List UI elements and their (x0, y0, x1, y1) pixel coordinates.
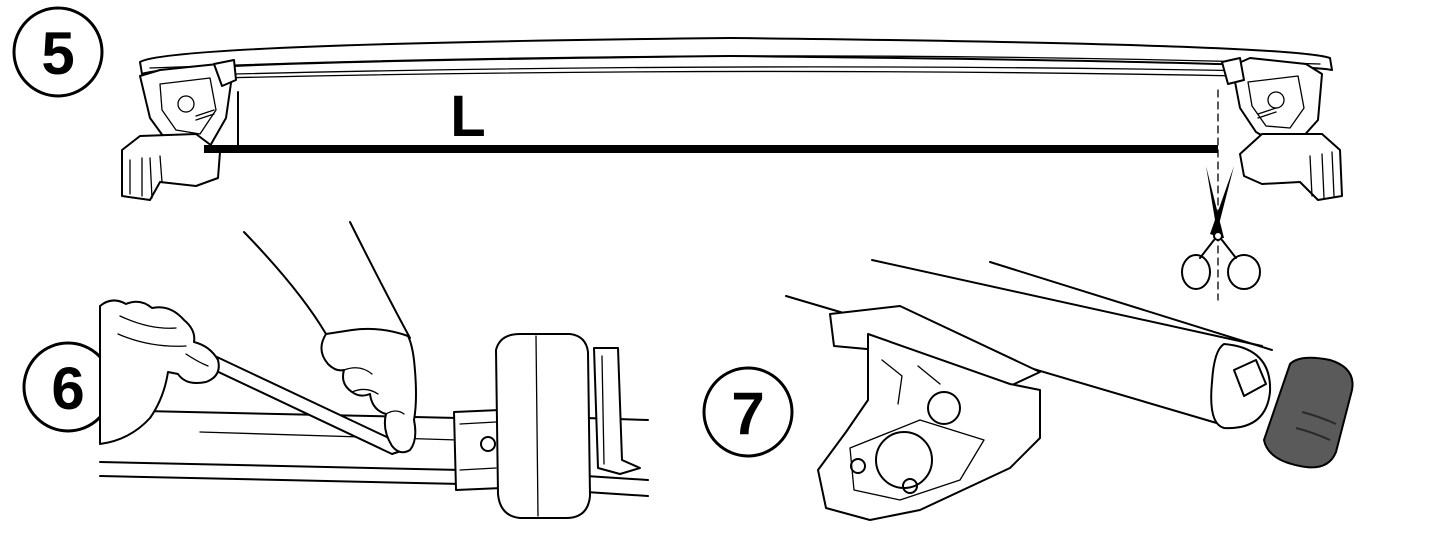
roof-rack-foot-right-icon (1221, 57, 1343, 201)
measurement-line: L (204, 84, 1219, 301)
step-5-number: 5 (41, 20, 74, 87)
scissors-icon (1181, 166, 1261, 290)
step-6-panel: 6 (22, 221, 649, 519)
step-7-number: 7 (731, 380, 764, 447)
roof-bar (139, 37, 1333, 79)
step-5-panel: 5 (12, 6, 1343, 301)
step-7-panel: 7 (702, 259, 1354, 521)
measure-label-L: L (450, 84, 485, 149)
step-6-number: 6 (51, 355, 84, 422)
roof-rack-foot-open-icon (817, 305, 1041, 521)
step-7-badge: 7 (702, 366, 794, 458)
end-cap-icon (1262, 356, 1354, 469)
hand-left-icon (99, 299, 220, 445)
roof-rack-foot-icon (453, 333, 641, 519)
hand-right-icon (243, 221, 417, 454)
roof-rack-foot-left-icon (121, 59, 239, 201)
step-5-badge: 5 (12, 6, 104, 98)
step-6-badge: 6 (22, 341, 114, 433)
